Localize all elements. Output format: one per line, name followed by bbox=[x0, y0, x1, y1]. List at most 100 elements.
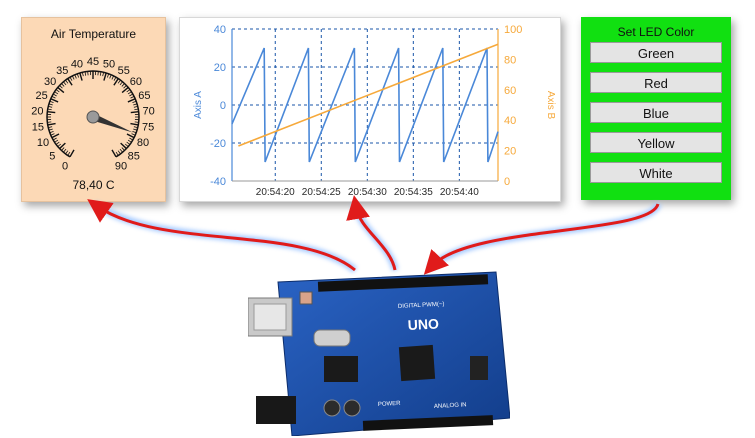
arrow-to-chart bbox=[346, 195, 397, 271]
gauge-minor-tick bbox=[123, 85, 127, 89]
gauge-tick-label: 45 bbox=[87, 56, 99, 68]
gauge-tick-label: 65 bbox=[138, 90, 150, 102]
gauge-minor-tick bbox=[50, 133, 55, 136]
gauge-minor-tick bbox=[113, 76, 117, 81]
gauge-minor-tick bbox=[99, 71, 102, 76]
gauge-tick-label: 80 bbox=[137, 137, 149, 149]
gauge-minor-tick bbox=[61, 147, 65, 151]
axis-a-title: Axis A bbox=[193, 91, 204, 119]
led-blue-button[interactable]: Blue bbox=[590, 102, 722, 123]
power-label: POWER bbox=[378, 401, 402, 408]
led-green-button[interactable]: Green bbox=[590, 42, 722, 63]
x-tick-label: 20:54:40 bbox=[440, 187, 479, 198]
analog-label: ANALOG IN bbox=[434, 402, 467, 410]
gauge-minor-tick bbox=[124, 143, 129, 147]
gauge-minor-tick bbox=[126, 89, 131, 93]
gauge-major-tick bbox=[69, 149, 75, 158]
axis-a-tick-label: 40 bbox=[214, 24, 226, 36]
gauge-minor-tick bbox=[127, 91, 132, 95]
gauge-minor-tick bbox=[133, 103, 138, 106]
gauge-minor-tick bbox=[133, 106, 138, 108]
axis-a-tick-label: 20 bbox=[214, 62, 226, 74]
gauge-minor-tick bbox=[48, 106, 53, 108]
gauge-minor-tick bbox=[119, 81, 123, 86]
gauge-minor-tick bbox=[111, 75, 115, 80]
x-tick-label: 20:54:25 bbox=[302, 187, 341, 198]
gauge-minor-tick bbox=[134, 108, 139, 111]
gauge-tick-label: 60 bbox=[130, 76, 142, 88]
axis-a-tick-label: -20 bbox=[210, 138, 226, 150]
gauge-minor-tick bbox=[106, 73, 110, 78]
gauge-major-tick bbox=[57, 86, 65, 94]
gauge-tick-label: 85 bbox=[128, 150, 140, 162]
digital-header-label: DIGITAL PWM(~) bbox=[398, 302, 445, 310]
gauge-tick-label: 5 bbox=[49, 150, 55, 162]
x-tick-label: 20:54:30 bbox=[348, 187, 387, 198]
gauge-minor-tick bbox=[74, 74, 77, 79]
gauge-tick-label: 70 bbox=[142, 105, 154, 117]
gauge-minor-tick bbox=[115, 151, 119, 156]
x-tick-label: 20:54:35 bbox=[394, 187, 433, 198]
gauge-minor-tick bbox=[130, 95, 135, 99]
gauge-minor-tick bbox=[55, 89, 60, 93]
led-yellow-button[interactable]: Yellow bbox=[590, 132, 722, 153]
gauge-minor-tick bbox=[49, 100, 54, 104]
led-panel-title: Set LED Color bbox=[617, 25, 695, 39]
gauge-minor-tick bbox=[127, 139, 132, 143]
gauge-minor-tick bbox=[132, 130, 137, 134]
gauge-minor-tick bbox=[117, 150, 121, 155]
axis-b-tick-label: 20 bbox=[504, 146, 516, 158]
gauge-major-tick bbox=[130, 122, 139, 126]
gauge-minor-tick bbox=[109, 74, 112, 79]
usb-chip bbox=[324, 356, 358, 382]
gauge-tick-label: 35 bbox=[56, 65, 68, 77]
gauge-major-tick bbox=[126, 133, 135, 139]
gauge-minor-tick bbox=[49, 130, 54, 134]
gauge-minor-tick bbox=[82, 72, 84, 77]
series-axis-a-line bbox=[231, 47, 499, 163]
led-red-button[interactable]: Red bbox=[590, 72, 722, 93]
gauge-major-tick bbox=[111, 149, 117, 158]
led-white-button[interactable]: White bbox=[590, 162, 722, 183]
axis-b-tick-label: 60 bbox=[504, 85, 516, 97]
axis-b-tick-label: 100 bbox=[504, 24, 522, 36]
gauge-tick-label: 30 bbox=[44, 76, 56, 88]
board-label: UNO bbox=[407, 315, 439, 333]
gauge-tick-label: 20 bbox=[31, 105, 43, 117]
gauge-minor-tick bbox=[76, 73, 80, 78]
analog-power-header bbox=[362, 415, 494, 431]
gauge-major-tick bbox=[59, 142, 66, 150]
series-axis-b-line bbox=[238, 43, 499, 147]
gauge-tick-label: 90 bbox=[115, 160, 127, 172]
gauge-minor-tick bbox=[133, 126, 138, 128]
gauge-title: Air Temperature bbox=[50, 27, 137, 41]
gauge-minor-tick bbox=[55, 141, 60, 145]
axis-b-title: Axis B bbox=[545, 91, 556, 120]
gauge-minor-tick bbox=[131, 133, 136, 136]
axis-a-tick-label: -40 bbox=[210, 176, 226, 188]
gauge-minor-tick bbox=[54, 91, 59, 95]
gauge-major-tick bbox=[127, 98, 136, 103]
gauge-major-tick bbox=[51, 133, 60, 139]
gauge-minor-tick bbox=[71, 75, 75, 80]
gauge-tick-label: 50 bbox=[103, 58, 115, 70]
gauge-hub bbox=[86, 110, 100, 124]
gauge-minor-tick bbox=[51, 95, 56, 99]
crystal bbox=[313, 329, 351, 347]
gauge-tick-label: 0 bbox=[62, 160, 68, 172]
gauge-minor-tick bbox=[67, 151, 71, 156]
icsp-header bbox=[470, 356, 488, 380]
gauge-minor-tick bbox=[121, 147, 125, 151]
gauge-major-tick bbox=[103, 72, 107, 81]
gauge-minor-tick bbox=[129, 93, 134, 97]
gauge-major-tick bbox=[79, 72, 83, 81]
gauge-minor-tick bbox=[63, 148, 67, 153]
axis-a-tick-label: 0 bbox=[220, 100, 226, 112]
gauge-minor-tick bbox=[57, 143, 62, 147]
gauge-minor-tick bbox=[102, 72, 104, 77]
